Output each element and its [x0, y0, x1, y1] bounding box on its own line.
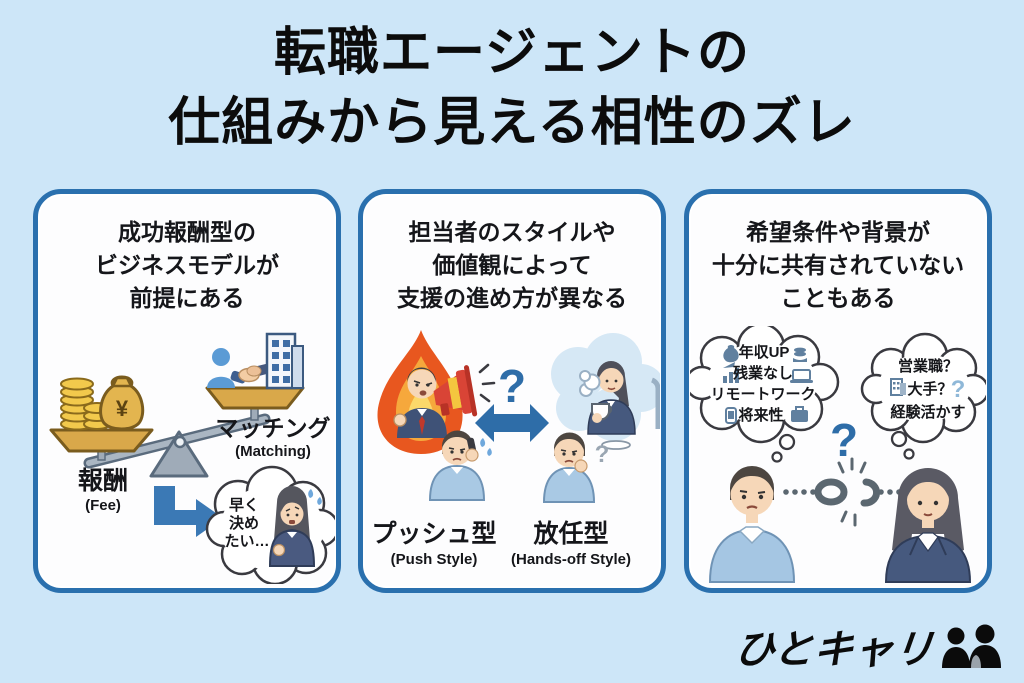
mismatch-illustration: 年収UP 残業なし リモートワーク 将来性 — [690, 326, 986, 583]
card-agent-style: 担当者のスタイルや 価値観によって 支援の進め方が異なる — [358, 189, 666, 593]
fee-pan-icon — [49, 428, 154, 461]
company-building-icon — [265, 332, 304, 390]
card3-title-line2: 十分に共有されていない — [711, 252, 965, 278]
bubble-line2: 決め — [229, 514, 259, 532]
broken-chain-icon — [783, 457, 911, 527]
page-title-line1: 転職エージェントの — [274, 24, 750, 82]
fee-label: 報酬 — [78, 467, 128, 495]
assumption-question-icon: ? — [951, 376, 966, 403]
page-title: 転職エージェントの 仕組みから見える相性のズレ — [0, 18, 1024, 158]
candidate-person-icon — [207, 348, 235, 388]
card1-title-line1: 成功報酬型の — [118, 219, 256, 245]
push-agent-man-icon — [393, 367, 447, 438]
card1-title-line3: 前提にある — [129, 285, 245, 311]
chart-icon — [723, 362, 739, 383]
card3-title-line3: こともある — [780, 285, 896, 311]
mismatch-question-mark: ? — [830, 414, 858, 466]
card1-title-line2: ビジネスモデルが — [95, 252, 279, 278]
assumption-line2: 大手？ — [907, 380, 952, 398]
push-style-sublabel: (Push Style) — [391, 551, 478, 568]
assumption-line3: 経験活かす — [890, 403, 965, 421]
candidate-man-icon — [708, 466, 796, 583]
assumption-line1: 営業職？ — [898, 357, 958, 375]
agent-assumption-bubble: 営業職？ 大手？ ? 経験活かす — [860, 332, 986, 460]
scale-pivot-icon — [173, 435, 187, 449]
matching-sublabel: (Matching) — [235, 443, 311, 460]
card2-title: 担当者のスタイルや 価値観によって 支援の進め方が異なる — [363, 216, 661, 315]
wish-line3: リモートワーク — [710, 386, 815, 403]
balance-scale-illustration: ¥ 報酬 — [49, 332, 335, 584]
push-style-label: プッシュ型 — [371, 520, 496, 548]
wish-icons — [723, 345, 813, 424]
wish-line2: 残業なし — [733, 364, 793, 382]
matching-label: マッチング — [216, 415, 331, 441]
steam-icon — [579, 370, 601, 397]
down-right-arrow-icon — [154, 486, 223, 537]
fee-sublabel: (Fee) — [85, 497, 121, 514]
laptop-icon — [790, 369, 813, 383]
brand-logo-text: ひとキャリ — [732, 628, 936, 672]
card-success-fee-model: 成功報酬型の ビジネスモデルが 前提にある — [33, 189, 341, 593]
page-title-line2: 仕組みから見える相性のズレ — [168, 94, 856, 152]
hurry-thought-bubble: 早く 決め たい… — [205, 465, 335, 584]
scale-fulcrum-icon — [149, 430, 209, 478]
sound-lines-icon — [478, 363, 496, 403]
bubble-line3: たい… — [224, 533, 269, 550]
wish-line4: 将来性 — [738, 406, 783, 424]
megaphone-icon — [433, 365, 478, 417]
card1-title: 成功報酬型の ビジネスモデルが 前提にある — [38, 216, 336, 315]
card2-title-line3: 支援の進め方が異なる — [397, 285, 627, 311]
briefcase-icon — [791, 406, 808, 422]
yen-symbol: ¥ — [116, 396, 129, 421]
card3-title: 希望条件や背景が 十分に共有されていない こともある — [689, 216, 987, 315]
handsoff-agent-woman-icon — [579, 361, 660, 450]
plate-icon — [601, 440, 631, 450]
small-question-icon: ? — [595, 441, 610, 468]
brand-logo: ひとキャリ — [732, 617, 1002, 675]
bubble-line1: 早く — [229, 497, 259, 514]
candidate-wish-bubble: 年収UP 残業なし リモートワーク 将来性 — [690, 326, 840, 463]
coffee-cup-icon — [591, 403, 613, 423]
style-question-mark: ? — [498, 360, 526, 412]
card3-title-line1: 希望条件や背景が — [746, 219, 930, 245]
coins-hand-icon — [793, 347, 807, 362]
wish-line1: 年収UP — [739, 343, 790, 361]
card-conditions-not-shared: 希望条件や背景が 十分に共有されていない こともある — [684, 189, 992, 593]
pressured-agent-woman-icon — [268, 486, 322, 567]
agent-woman-icon — [884, 468, 972, 583]
money-bag-small-icon — [723, 345, 739, 363]
overwhelmed-man-phone-icon — [428, 430, 492, 501]
wondering-man-icon: ? — [542, 432, 610, 503]
push-vs-handsoff-illustration: ? — [371, 330, 660, 568]
handsoff-style-sublabel: (Hands-off Style) — [511, 551, 631, 568]
phone-icon — [725, 407, 737, 424]
handsoff-style-label: 放任型 — [532, 519, 608, 548]
card2-title-line1: 担当者のスタイルや — [408, 219, 616, 245]
two-people-icon — [942, 624, 1001, 668]
card2-title-line2: 価値観によって — [432, 252, 592, 278]
building-small-icon — [890, 378, 906, 396]
handshake-icon — [230, 363, 271, 384]
money-bag-icon: ¥ — [99, 375, 145, 431]
double-arrow-icon — [475, 404, 549, 442]
